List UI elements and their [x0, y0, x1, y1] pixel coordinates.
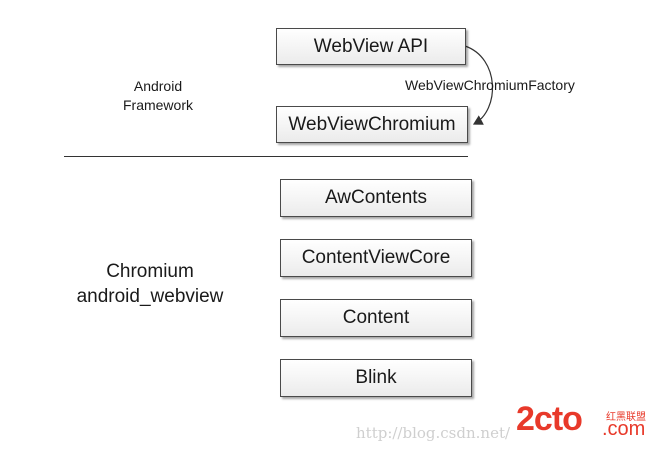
awcontents-box: AwContents	[280, 179, 472, 217]
contentviewcore-box: ContentViewCore	[280, 239, 472, 277]
chromium-line-2: android_webview	[76, 286, 224, 307]
chromium-label: Chromium android_webview	[50, 259, 250, 309]
logo-text: 2cto	[516, 400, 583, 438]
blink-box: Blink	[280, 359, 472, 397]
android-framework-label: Android Framework	[98, 77, 218, 115]
watermark-url: http://blog.csdn.net/	[356, 424, 511, 442]
factory-arrow	[464, 45, 494, 125]
webview-chromium-box: WebViewChromium	[276, 106, 468, 143]
factory-label: WebViewChromiumFactory	[405, 77, 575, 93]
android-framework-line-1: Android	[133, 78, 183, 94]
content-box: Content	[280, 299, 472, 337]
logo-tld: .com	[602, 418, 646, 440]
chromium-line-1: Chromium	[106, 261, 194, 282]
logo-subtitle: 红黑联盟	[606, 412, 646, 423]
webview-api-box: WebView API	[276, 28, 466, 65]
android-framework-line-2: Framework	[122, 97, 193, 113]
site-logo: 2cto 红黑联盟 .com	[514, 400, 654, 450]
layer-divider	[64, 156, 468, 157]
